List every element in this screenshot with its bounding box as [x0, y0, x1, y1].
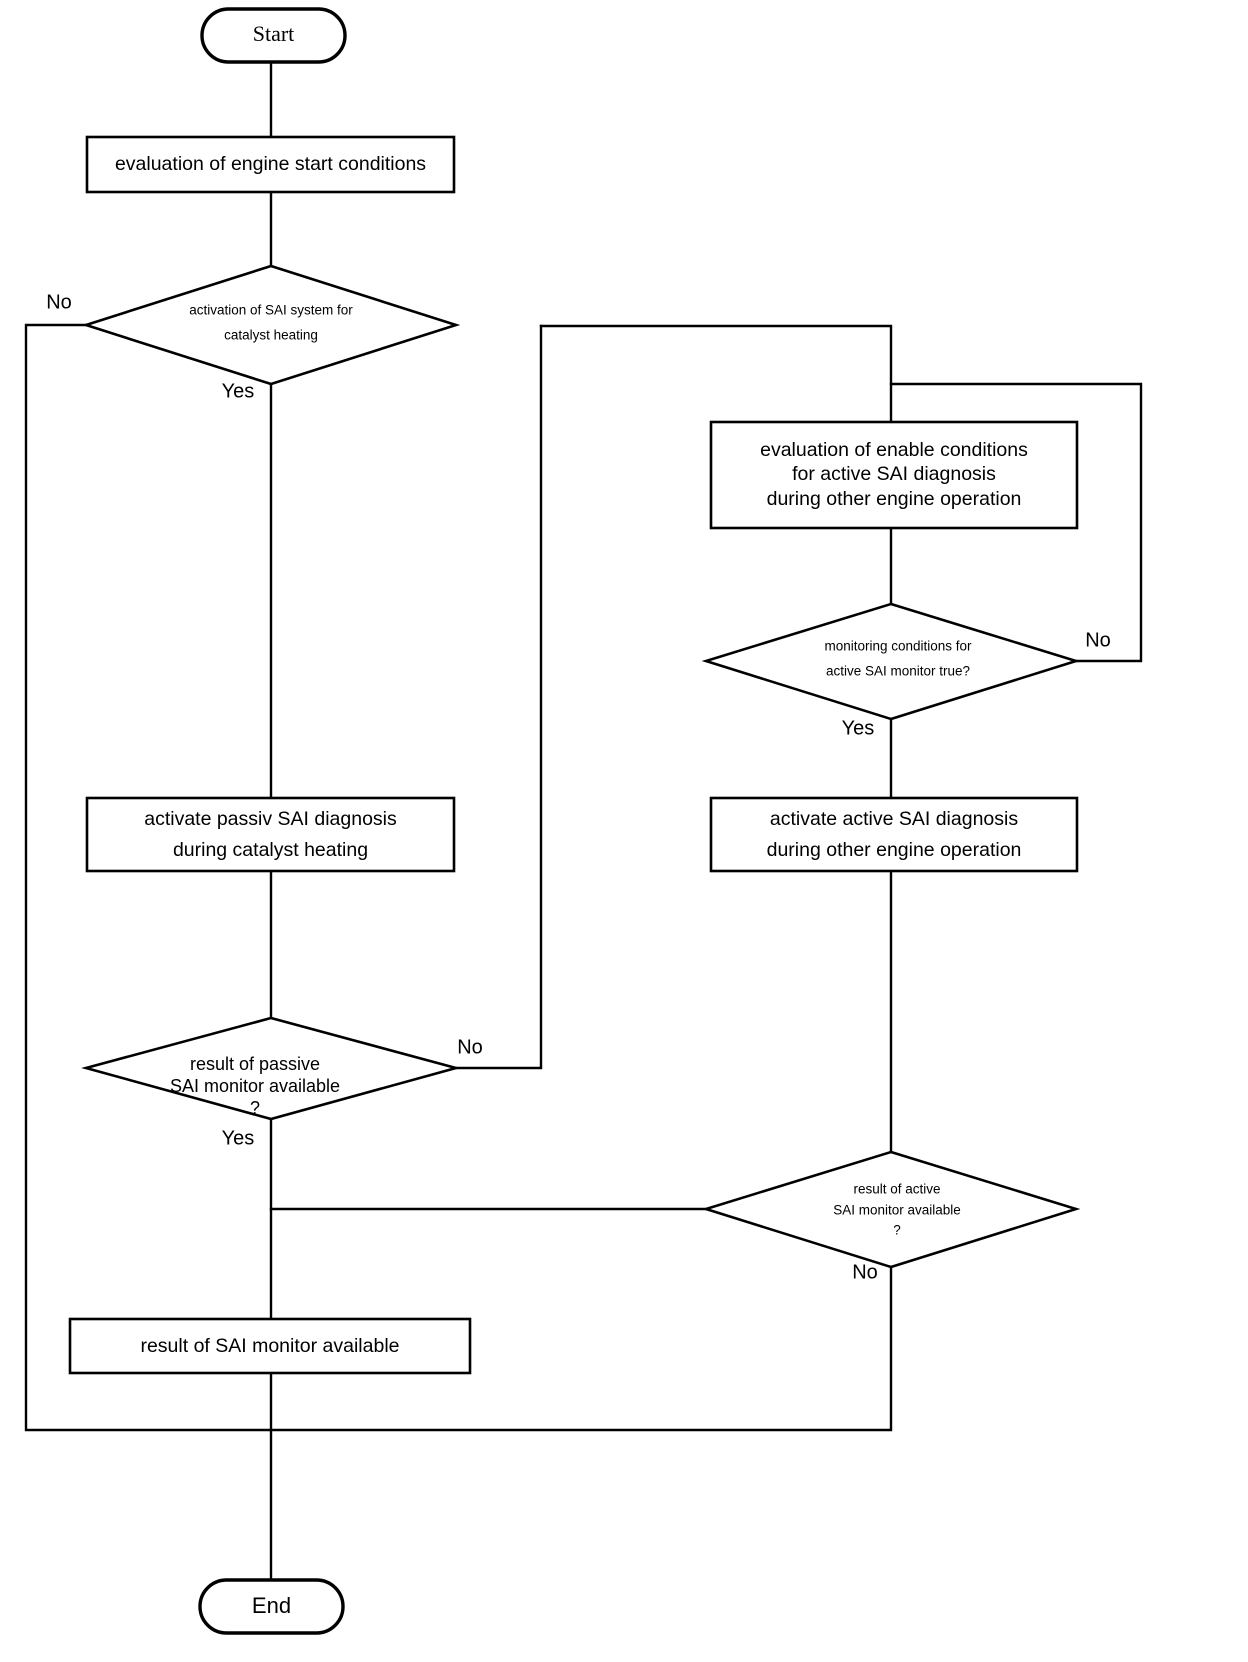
connectors	[24, 60, 1143, 1582]
result-passive-line-3: ?	[250, 1098, 260, 1118]
node-result-active-decision[interactable]: result of active SAI monitor available ?	[701, 1150, 1081, 1269]
result-passive-decision-shape	[81, 1016, 461, 1121]
activate-active-shape	[709, 796, 1079, 873]
node-eval-start-conditions[interactable]: evaluation of engine start conditions	[85, 135, 456, 194]
activate-active-line-2: during other engine operation	[767, 839, 1022, 861]
node-result-available[interactable]: result of SAI monitor available	[68, 1317, 472, 1375]
edge-label-result-passive-no: No	[457, 1036, 483, 1058]
activation-decision-shape	[81, 264, 461, 386]
result-passive-line-2: SAI monitor available	[170, 1076, 340, 1096]
result-active-line-2: SAI monitor available	[833, 1203, 961, 1218]
edge-label-activation-yes: Yes	[222, 380, 255, 402]
activate-active-line-1: activate active SAI diagnosis	[770, 808, 1018, 830]
eval-enable-conditions-line-1: evaluation of enable conditions	[760, 439, 1028, 461]
node-monitoring-conditions-decision[interactable]: monitoring conditions for active SAI mon…	[701, 602, 1081, 721]
end-label: End	[252, 1593, 291, 1618]
eval-enable-conditions-line-3: during other engine operation	[767, 488, 1022, 510]
result-passive-line-1: result of passive	[190, 1054, 320, 1074]
connector-activation-no	[24, 323, 273, 1432]
edge-label-result-active-no: No	[852, 1261, 878, 1283]
edge-label-monitoring-yes: Yes	[842, 717, 875, 739]
activate-passive-shape	[85, 796, 456, 873]
connector-monitoring-no	[889, 382, 1143, 663]
node-start[interactable]: Start	[200, 7, 347, 64]
start-label: Start	[253, 21, 295, 46]
edge-labels: No Yes No Yes No Yes No	[46, 291, 1111, 1283]
eval-start-conditions-line-1: evaluation of engine start conditions	[115, 153, 426, 175]
node-activate-active[interactable]: activate active SAI diagnosis during oth…	[709, 796, 1079, 873]
activation-decision-line-2: catalyst heating	[224, 328, 318, 343]
monitoring-conditions-decision-shape	[701, 602, 1081, 721]
connector-result-passive-no	[453, 324, 543, 1070]
edge-label-result-passive-yes: Yes	[222, 1127, 255, 1149]
eval-enable-conditions-line-2: for active SAI diagnosis	[792, 463, 996, 485]
node-activation-decision[interactable]: activation of SAI system for catalyst he…	[81, 264, 461, 386]
activate-passive-line-2: during catalyst heating	[173, 839, 368, 861]
result-active-line-3: ?	[893, 1223, 901, 1238]
node-result-passive-decision[interactable]: result of passive SAI monitor available …	[81, 1016, 461, 1121]
node-activate-passive[interactable]: activate passiv SAI diagnosis during cat…	[85, 796, 456, 873]
activate-passive-line-1: activate passiv SAI diagnosis	[144, 808, 397, 830]
start-terminator-shape	[200, 7, 347, 64]
result-available-shape	[68, 1317, 472, 1375]
eval-enable-conditions-shape	[709, 420, 1079, 530]
eval-start-conditions-shape	[85, 135, 456, 194]
result-active-decision-shape	[701, 1150, 1081, 1269]
connector-to-right-column	[539, 324, 893, 424]
node-eval-enable-conditions[interactable]: evaluation of enable conditions for acti…	[709, 420, 1079, 530]
end-terminator-shape	[198, 1578, 345, 1635]
monitoring-conditions-line-1: monitoring conditions for	[824, 639, 972, 654]
activation-decision-line-1: activation of SAI system for	[189, 303, 353, 318]
monitoring-conditions-line-2: active SAI monitor true?	[826, 664, 970, 679]
result-available-line-1: result of SAI monitor available	[140, 1335, 399, 1357]
result-active-line-1: result of active	[853, 1182, 940, 1197]
node-end[interactable]: End	[198, 1578, 345, 1635]
edge-label-activation-no: No	[46, 291, 72, 313]
edge-label-monitoring-no: No	[1085, 629, 1111, 651]
connector-result-active-no	[269, 1265, 893, 1432]
